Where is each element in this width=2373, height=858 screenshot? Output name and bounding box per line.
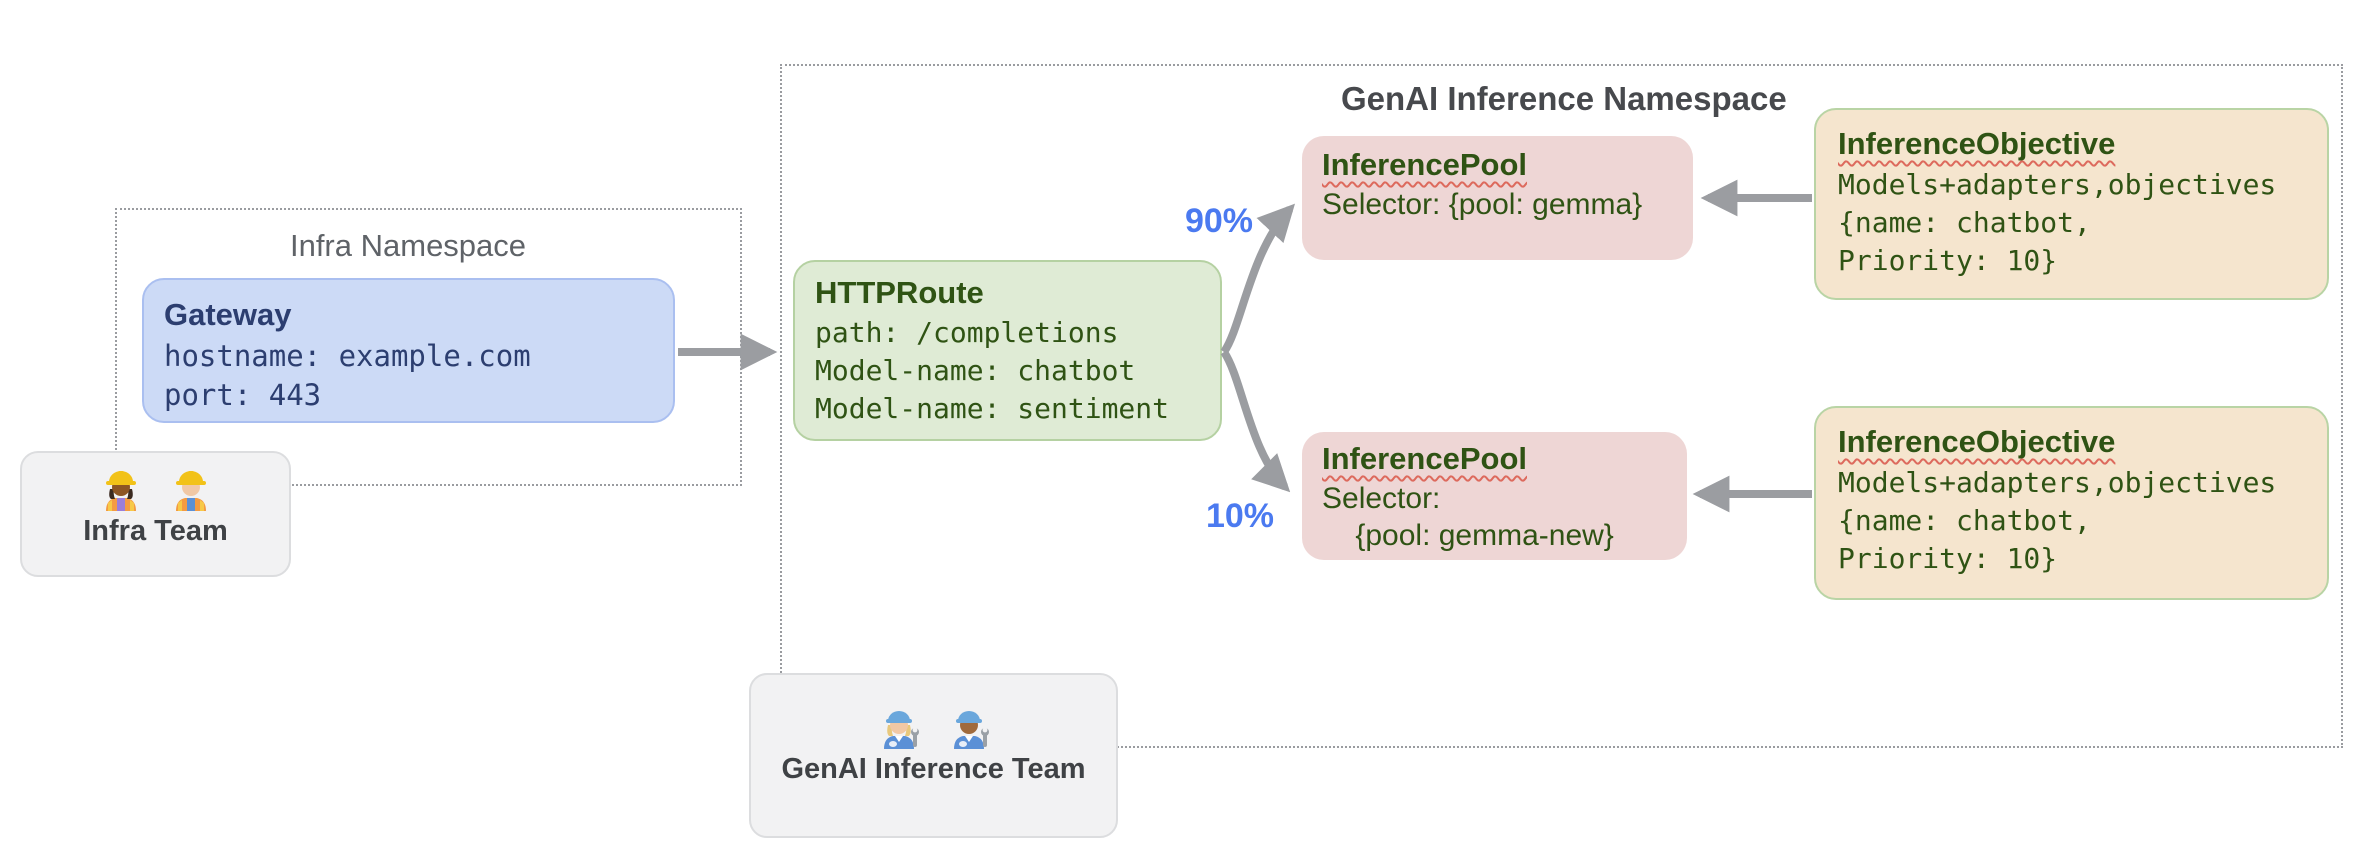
genai-team-card: GenAI Inference Team [749, 673, 1118, 838]
httproute-model-sentiment: Model-name: sentiment [815, 392, 1170, 425]
inferenceobjective-bottom-box: InferenceObjective Models+adapters,objec… [1814, 406, 2329, 600]
traffic-split-90-label: 90% [1184, 202, 1254, 240]
traffic-split-10-label: 10% [1205, 497, 1275, 535]
inferenceobjective-bottom-models: Models+adapters,objectives [1838, 466, 2277, 499]
httproute-model-chatbot: Model-name: chatbot [815, 354, 1136, 387]
woman-mechanic-icon [883, 711, 919, 749]
inferenceobjective-top-box: InferenceObjective Models+adapters,objec… [1814, 108, 2329, 300]
inferenceobjective-top-title: InferenceObjective [1838, 122, 2305, 166]
gateway-port: port: 443 [164, 378, 322, 412]
woman-construction-worker-icon [105, 471, 136, 511]
genai-namespace-label: GenAI Inference Namespace [1341, 80, 1787, 117]
inferenceobjective-top-title-text: InferenceObjective [1838, 126, 2116, 161]
inferenceobjective-bottom-title: InferenceObjective [1838, 420, 2305, 464]
inferencepool-gemma-new-box: InferencePool Selector: {pool: gemma-new… [1302, 432, 1687, 560]
httproute-box: HTTPRoute path: /completions Model-name:… [793, 260, 1222, 441]
infra-team-card: Infra Team [20, 451, 291, 577]
genai-namespace-boundary [780, 64, 2343, 748]
httproute-title: HTTPRoute [815, 275, 984, 310]
infra-team-icons [97, 463, 215, 511]
inferenceobjective-bottom-name: {name: chatbot, [1838, 504, 2091, 537]
man-mechanic-icon [953, 711, 989, 749]
inferencepool-gemma-box: InferencePool Selector: {pool: gemma} [1302, 136, 1693, 260]
inferenceobjective-top-models: Models+adapters,objectives [1838, 168, 2277, 201]
inferencepool-gemma-new-selector: Selector: [1322, 482, 1441, 515]
inferenceobjective-bottom-title-text: InferenceObjective [1838, 424, 2116, 459]
inferencepool-gemma-new-selector-value: {pool: gemma-new} [1322, 519, 1614, 552]
httproute-path: path: /completions [815, 316, 1119, 349]
man-construction-worker-icon [175, 471, 206, 511]
gateway-box: Gateway hostname: example.com port: 443 [142, 278, 675, 423]
inferencepool-gemma-title: InferencePool [1322, 144, 1673, 186]
inferencepool-gemma-new-title: InferencePool [1322, 438, 1667, 480]
inferenceobjective-top-priority: Priority: 10} [1838, 244, 2058, 277]
inferencepool-gemma-new-title-text: InferencePool [1322, 441, 1527, 476]
genai-team-label: GenAI Inference Team [781, 753, 1086, 785]
infra-namespace-label: Infra Namespace [289, 228, 527, 263]
infra-team-label: Infra Team [83, 515, 228, 547]
inferenceobjective-top-name: {name: chatbot, [1838, 206, 2091, 239]
genai-team-icons [875, 701, 993, 749]
inferencepool-gemma-selector: Selector: {pool: gemma} [1322, 188, 1643, 221]
gateway-title: Gateway [164, 297, 292, 332]
gateway-hostname: hostname: example.com [164, 339, 531, 373]
inferencepool-gemma-title-text: InferencePool [1322, 147, 1527, 182]
inferenceobjective-bottom-priority: Priority: 10} [1838, 542, 2058, 575]
